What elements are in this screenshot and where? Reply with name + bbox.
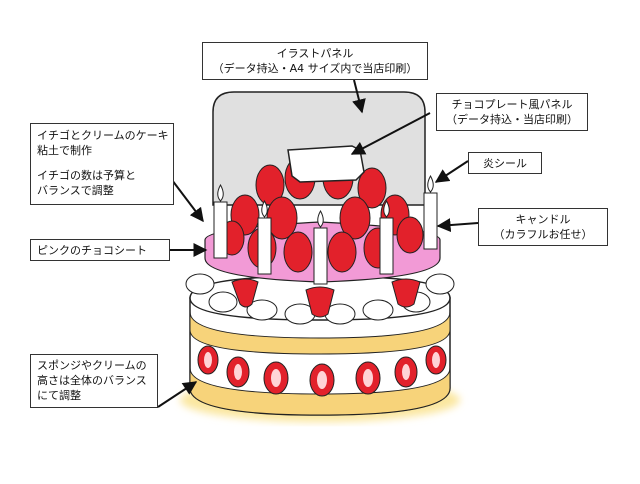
candle <box>379 199 394 275</box>
strawberry-clay-line1: イチゴとクリームのケーキ <box>37 129 169 142</box>
spacer <box>37 158 167 168</box>
candle <box>257 199 272 275</box>
sponge-cream-line1: スポンジやクリームの <box>37 359 147 372</box>
sponge-cream-line3: にて調整 <box>37 389 81 402</box>
bottom-tier <box>189 275 451 416</box>
middle-sponge <box>189 311 451 355</box>
choco-plate <box>287 145 365 183</box>
arrow-candle <box>436 218 479 233</box>
callout-pink-sheet: ピンクのチョコシート <box>30 239 170 261</box>
callout-illust-panel: イラストパネル （データ持込・A4 サイズ内で当店印刷） <box>202 42 428 80</box>
pink-sheet-label: ピンクのチョコシート <box>37 244 147 257</box>
callout-flame-seal: 炎シール <box>468 152 542 174</box>
callout-choco-plate: チョコプレート風パネル （データ持込・当店印刷） <box>436 93 588 131</box>
candle <box>423 174 438 250</box>
side-strawberries <box>197 345 447 397</box>
illust-panel-title: イラストパネル <box>276 47 354 60</box>
arrow-strawberry-clay <box>171 179 204 223</box>
strawberry-clay-line4: バランスで調整 <box>37 184 114 197</box>
callout-sponge-cream: スポンジやクリームの 高さは全体のバランス にて調整 <box>30 354 158 408</box>
choco-plate-title: チョコプレート風パネル <box>451 98 573 111</box>
callout-arrows <box>157 79 479 408</box>
flame-icon <box>261 199 268 218</box>
callout-candle: キャンドル （カラフルお任せ） <box>478 208 608 246</box>
arrow-illust-panel <box>352 79 366 114</box>
illust-panel-note: （データ持込・A4 サイズ内で当店印刷） <box>212 62 418 75</box>
arrow-sponge-cream <box>157 381 198 408</box>
choco-plate-note: （データ持込・当店印刷） <box>446 113 578 126</box>
flame-icon <box>317 209 324 228</box>
flame-icon <box>217 183 224 202</box>
callout-strawberry-clay: イチゴとクリームのケーキ 粘土で制作 イチゴの数は予算と バランスで調整 <box>30 123 174 205</box>
rim-strawberries <box>231 278 421 318</box>
flame-seal-label: 炎シール <box>483 157 527 170</box>
flame-icon <box>427 174 434 193</box>
sponge-cream-line2: 高さは全体のバランス <box>37 374 147 387</box>
candles <box>213 174 438 285</box>
candle <box>213 183 228 259</box>
arrow-choco-plate <box>350 112 431 155</box>
candle-title: キャンドル <box>515 213 571 226</box>
bottom-sponge <box>189 367 451 416</box>
candle-note: （カラフルお任せ） <box>493 228 593 241</box>
arrow-flame-seal <box>434 160 469 183</box>
flame-icon <box>383 199 390 218</box>
strawberry-clay-line3: イチゴの数は予算と <box>37 169 136 182</box>
strawberry-clay-line2: 粘土で制作 <box>37 144 92 157</box>
candle <box>313 209 328 285</box>
